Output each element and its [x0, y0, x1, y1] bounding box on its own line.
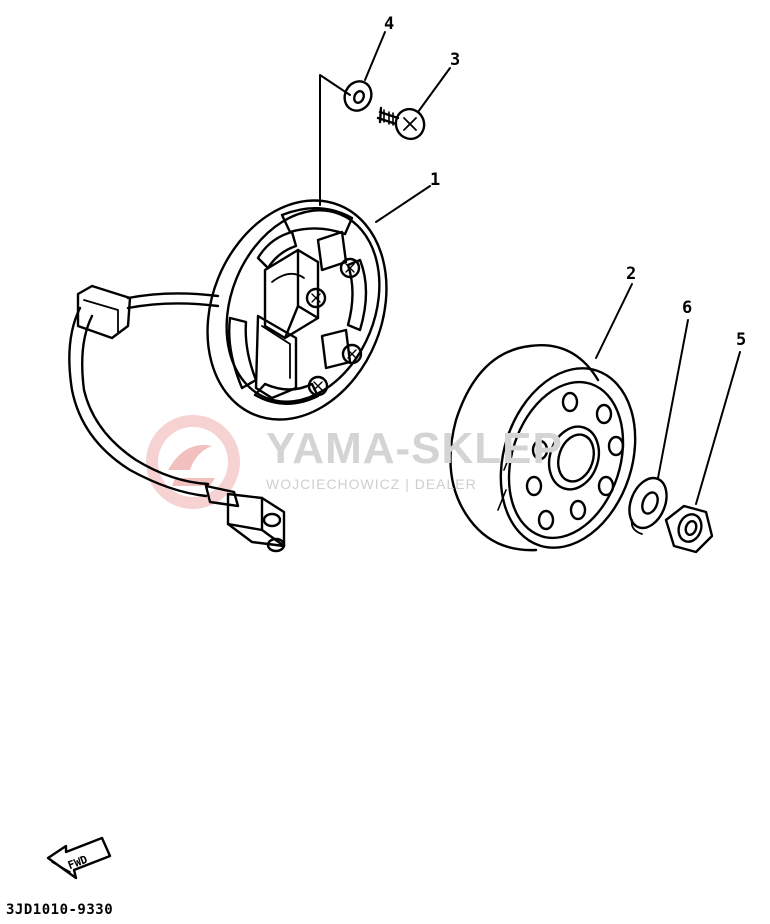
part-label-4: 4	[384, 14, 395, 34]
leader-4-bracket	[319, 74, 351, 206]
part-label-2: 2	[626, 264, 637, 284]
watermark-logo	[146, 415, 240, 509]
washer-part-4	[343, 80, 373, 112]
wire-harness	[68, 284, 286, 553]
rotor-part-2	[449, 344, 637, 552]
part-label-3: 3	[450, 50, 461, 70]
leader-part-3	[417, 67, 451, 113]
fwd-arrow-icon	[46, 836, 112, 880]
nut-part-5	[664, 504, 714, 554]
leader-part-1	[375, 185, 431, 223]
fwd-label: FWD	[66, 853, 90, 872]
washer-part-6	[628, 476, 668, 535]
leader-part-6	[657, 319, 689, 479]
leader-part-2	[595, 283, 633, 359]
reference-code: 3JD1010-9330	[6, 902, 114, 918]
leader-part-4	[364, 31, 386, 81]
part-label-1: 1	[430, 170, 441, 190]
part-label-5: 5	[736, 330, 747, 350]
part-label-6: 6	[682, 298, 693, 318]
screw-part-3	[376, 106, 426, 141]
stator-plate-part-1	[206, 199, 388, 421]
leader-part-5	[695, 351, 741, 505]
